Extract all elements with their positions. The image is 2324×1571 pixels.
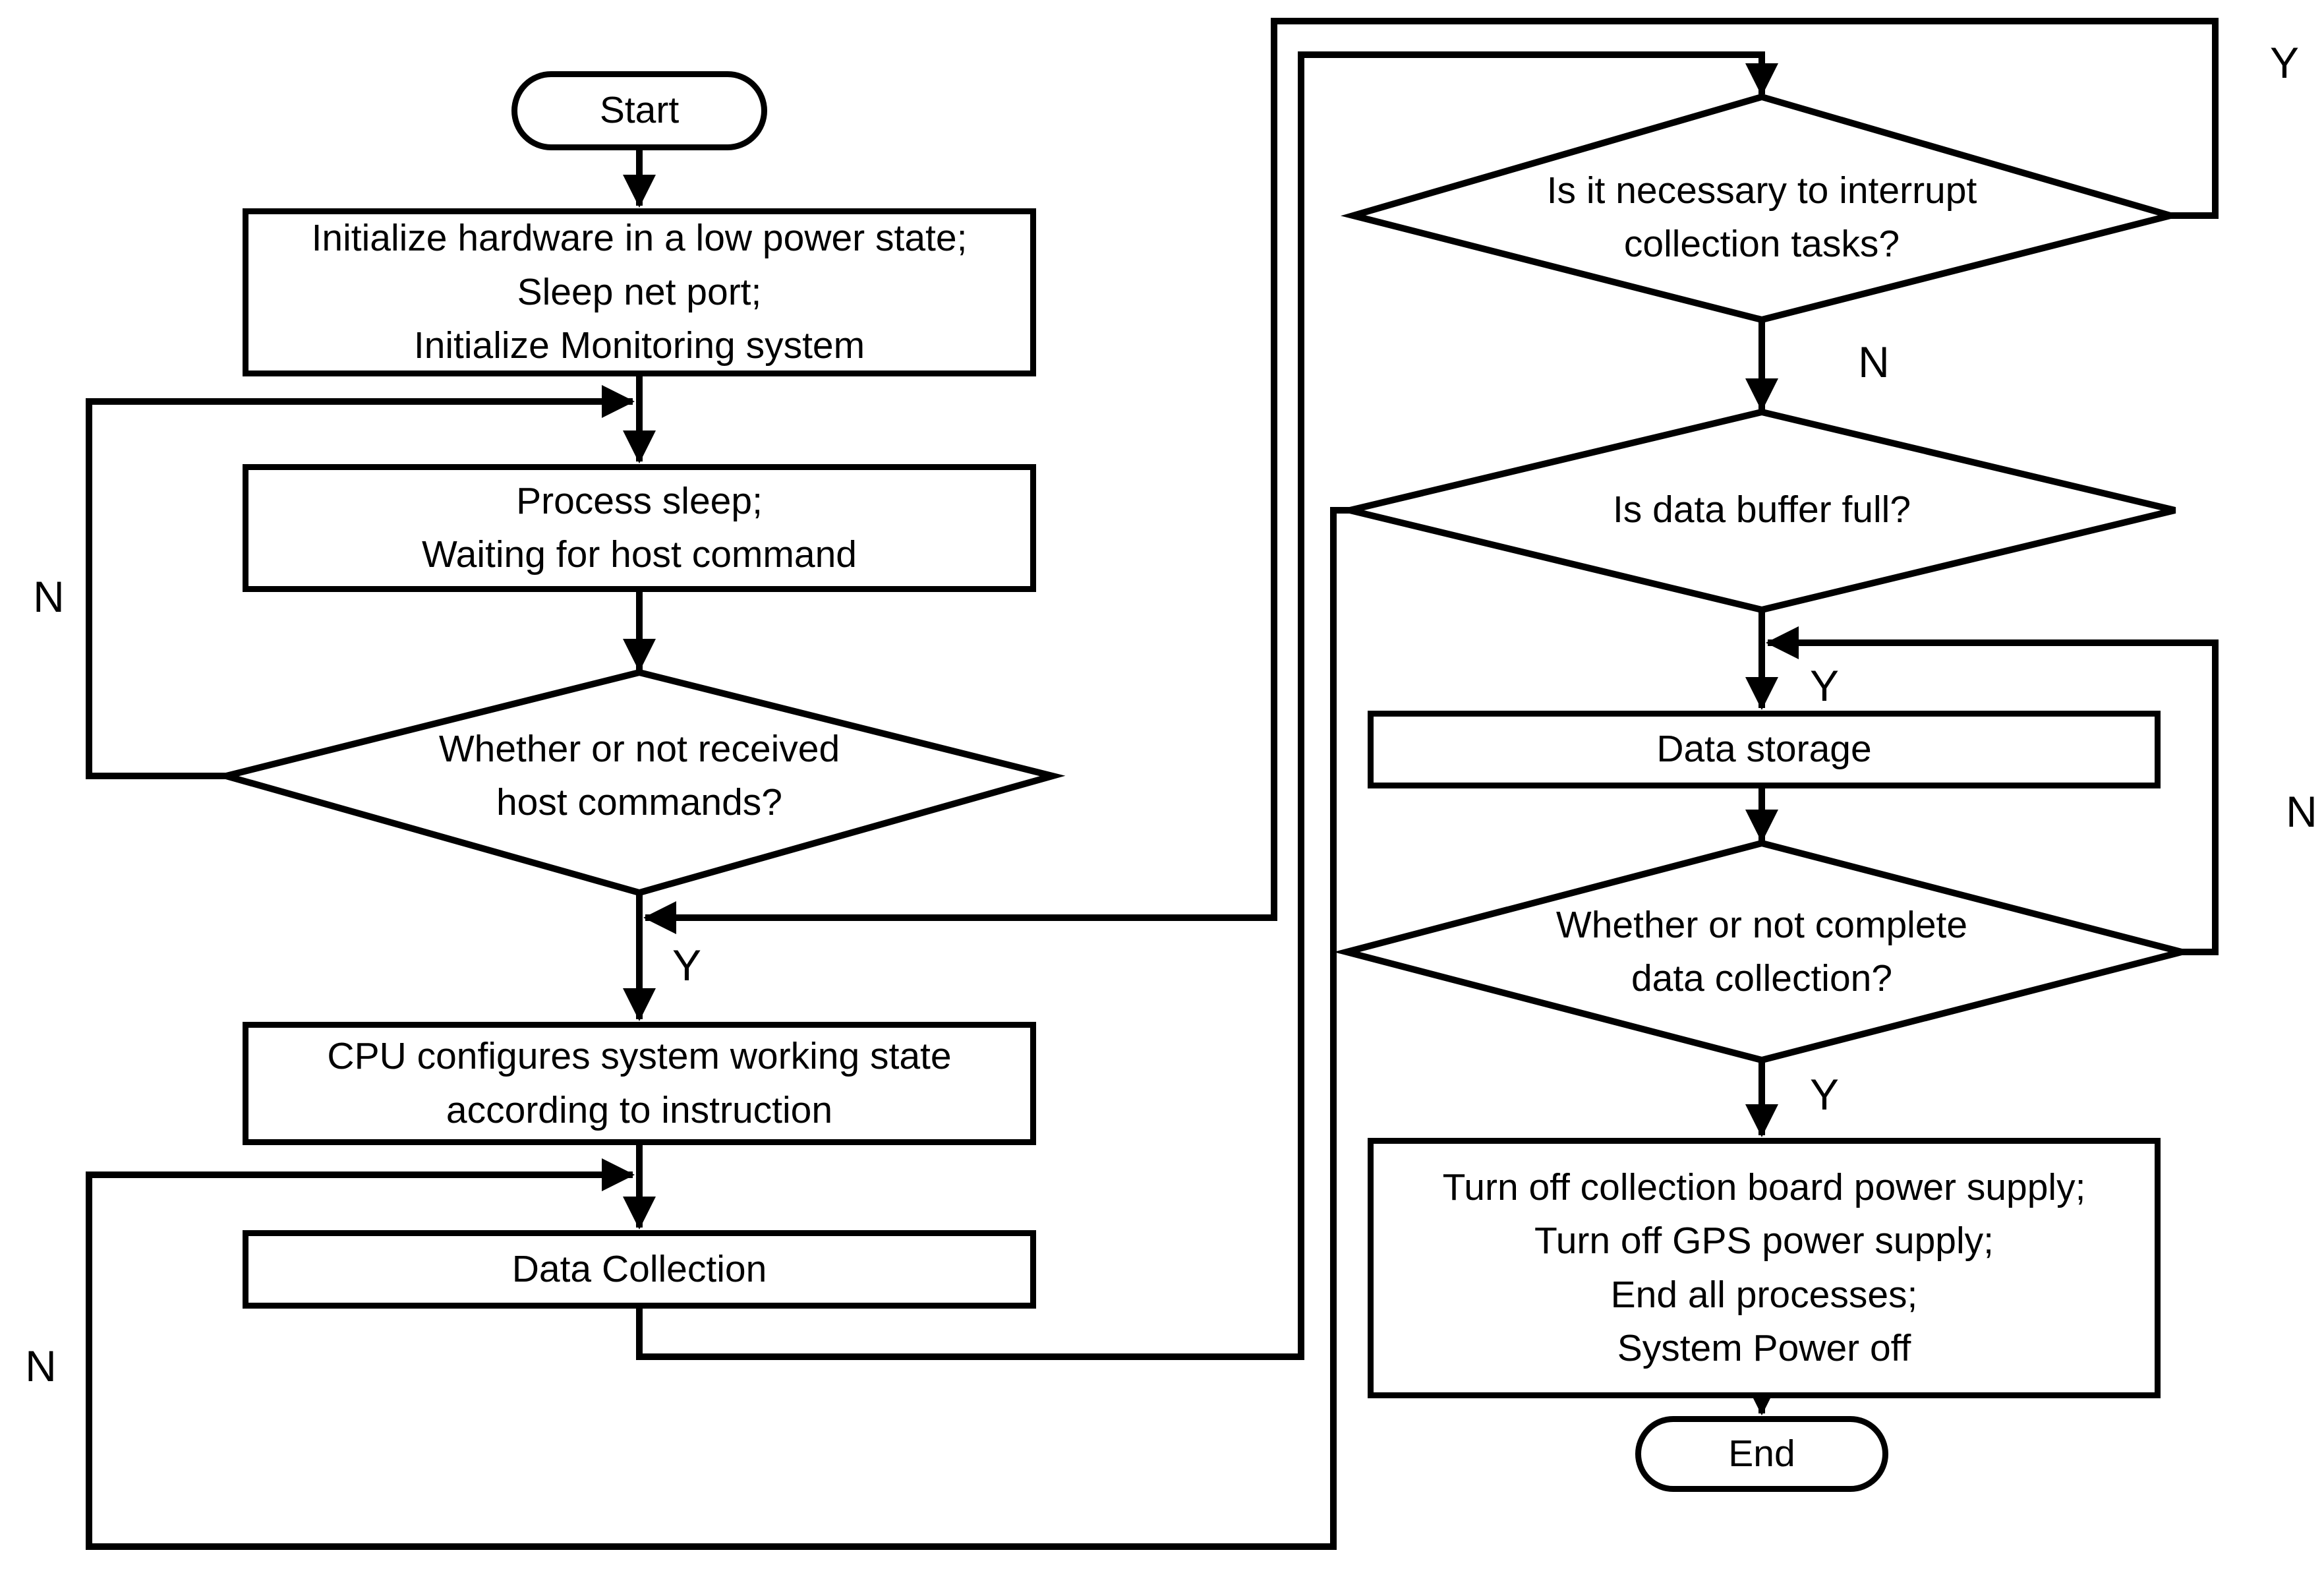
node-end-label: End [1728,1432,1795,1475]
branch-label-received-yes: Y [672,941,702,990]
decision-received-commands [213,668,1066,897]
node-data-storage: Data storage [1368,711,2161,788]
node-process-sleep: Process sleep; Waiting for host command [243,464,1036,592]
decision-complete-collection [1333,839,2195,1064]
node-data-storage-label: Data storage [1656,728,1872,771]
decision-interrupt-tasks [1340,93,2184,324]
node-turn-off: Turn off collection board power supply; … [1368,1138,2161,1398]
node-start-label: Start [599,89,680,132]
node-data-collection: Data Collection [243,1230,1036,1309]
edge-buffer-no-loop [86,507,1350,1550]
node-cpu-configures: CPU configures system working state acco… [243,1022,1036,1145]
node-process-sleep-label: Process sleep; Waiting for host command [422,479,857,576]
branch-label-buffer-yes: Y [1809,661,1840,710]
node-init-hardware: Initialize hardware in a low power state… [243,208,1036,376]
decision-complete-collection-text: Whether or not complete data collection? [1555,903,1968,1000]
decision-data-buffer-full [1349,408,2176,614]
decision-interrupt-tasks-text: Is it necessary to interrupt collection … [1546,169,1977,266]
decision-data-buffer-full-text: Is data buffer full? [1612,489,1911,531]
node-end: End [1635,1416,1888,1492]
node-cpu-configures-label: CPU configures system working state acco… [327,1035,952,1131]
branch-label-interrupt-yes: Y [2269,38,2300,87]
branch-label-complete-yes: Y [1809,1070,1840,1119]
node-init-hardware-label: Initialize hardware in a low power state… [311,217,968,367]
branch-label-interrupt-no: N [1858,338,1890,386]
node-data-collection-label: Data Collection [511,1247,767,1290]
branch-label-buffer-no: N [25,1342,57,1390]
decision-received-commands-text: Whether or not received host commands? [438,727,840,824]
branch-label-complete-no: N [2286,787,2317,836]
edge-complete-no-loop [1765,626,2219,955]
edge-received-no-loop [86,385,635,779]
branch-label-received-no: N [33,572,65,621]
node-start: Start [511,71,767,150]
edge-interrupt-yes-loop [643,18,2219,934]
edge-data-collection-to-interrupt [636,51,1778,1360]
node-turn-off-label: Turn off collection board power supply; … [1442,1166,2086,1370]
